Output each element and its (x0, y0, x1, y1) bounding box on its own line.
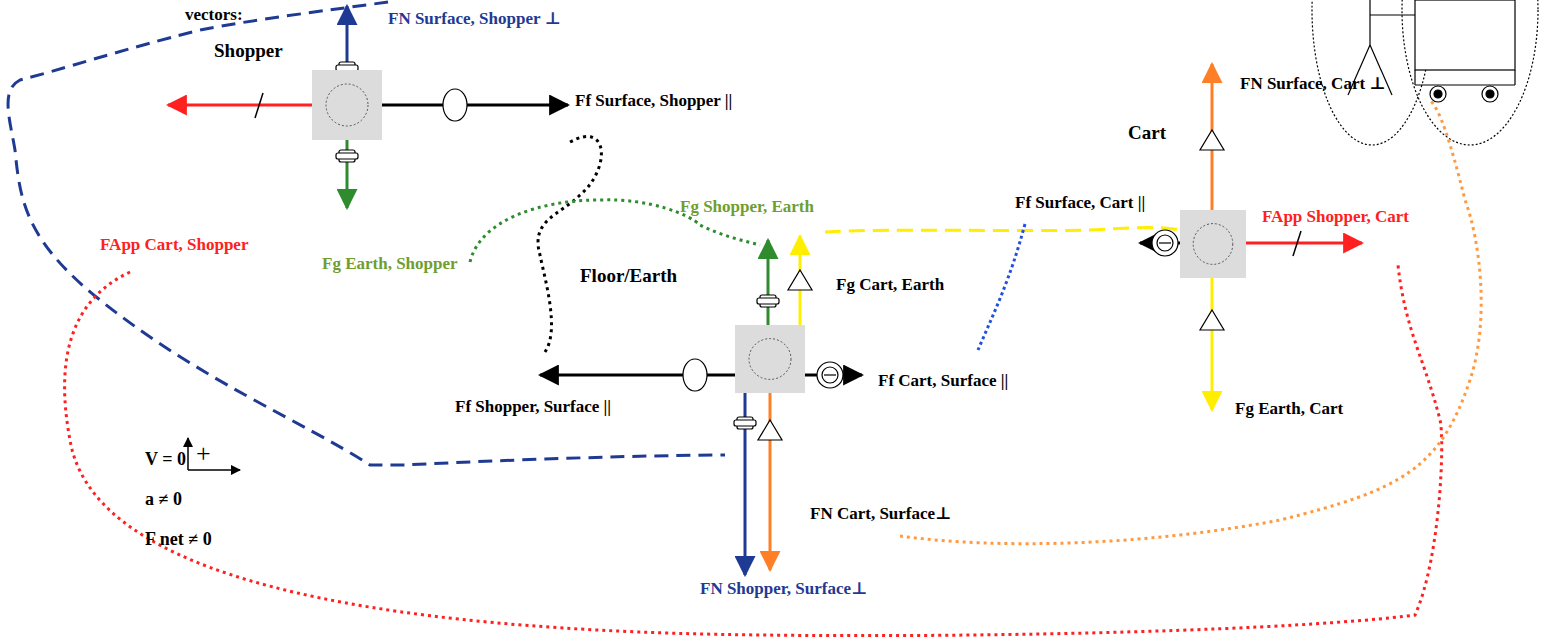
force-label: Fg Earth, Cart (1235, 400, 1343, 419)
force-label: Fg Cart, Earth (836, 276, 944, 295)
state-note: V = 0 (145, 450, 186, 470)
force-label: Ff Surface, Cart || (1015, 194, 1145, 213)
force-label: FApp Shopper, Cart (1262, 208, 1409, 227)
object-box: Shopper (312, 70, 382, 140)
force-label: FN Surface, Cart ⊥ (1240, 75, 1386, 94)
object-outline (735, 325, 805, 393)
force-label: vectors: (185, 6, 243, 25)
object-box: Floor/Earth (735, 325, 805, 393)
force-label: FApp Cart, Shopper (100, 236, 248, 255)
state-note: a ≠ 0 (145, 490, 182, 510)
force-label: FN Cart, Surface⊥ (810, 505, 951, 524)
force-label: Fg Earth, Shopper (322, 255, 458, 274)
force-label: Ff Surface, Shopper || (575, 92, 732, 111)
force-label: FN Shopper, Surface⊥ (700, 580, 867, 599)
state-note: F net ≠ 0 (145, 530, 212, 550)
object-name: Floor/Earth (580, 265, 677, 287)
object-box: Cart (1180, 210, 1246, 278)
force-label: Ff Shopper, Surface || (455, 398, 611, 417)
object-outline (312, 70, 382, 140)
object-name: Cart (1128, 122, 1166, 144)
object-name: Shopper (214, 40, 283, 62)
force-label: FN Surface, Shopper ⊥ (388, 10, 561, 29)
force-label: Fg Shopper, Earth (680, 198, 814, 217)
object-outline (1180, 210, 1246, 278)
state-note: + (196, 440, 211, 469)
force-label: Ff Cart, Surface || (878, 372, 1008, 391)
